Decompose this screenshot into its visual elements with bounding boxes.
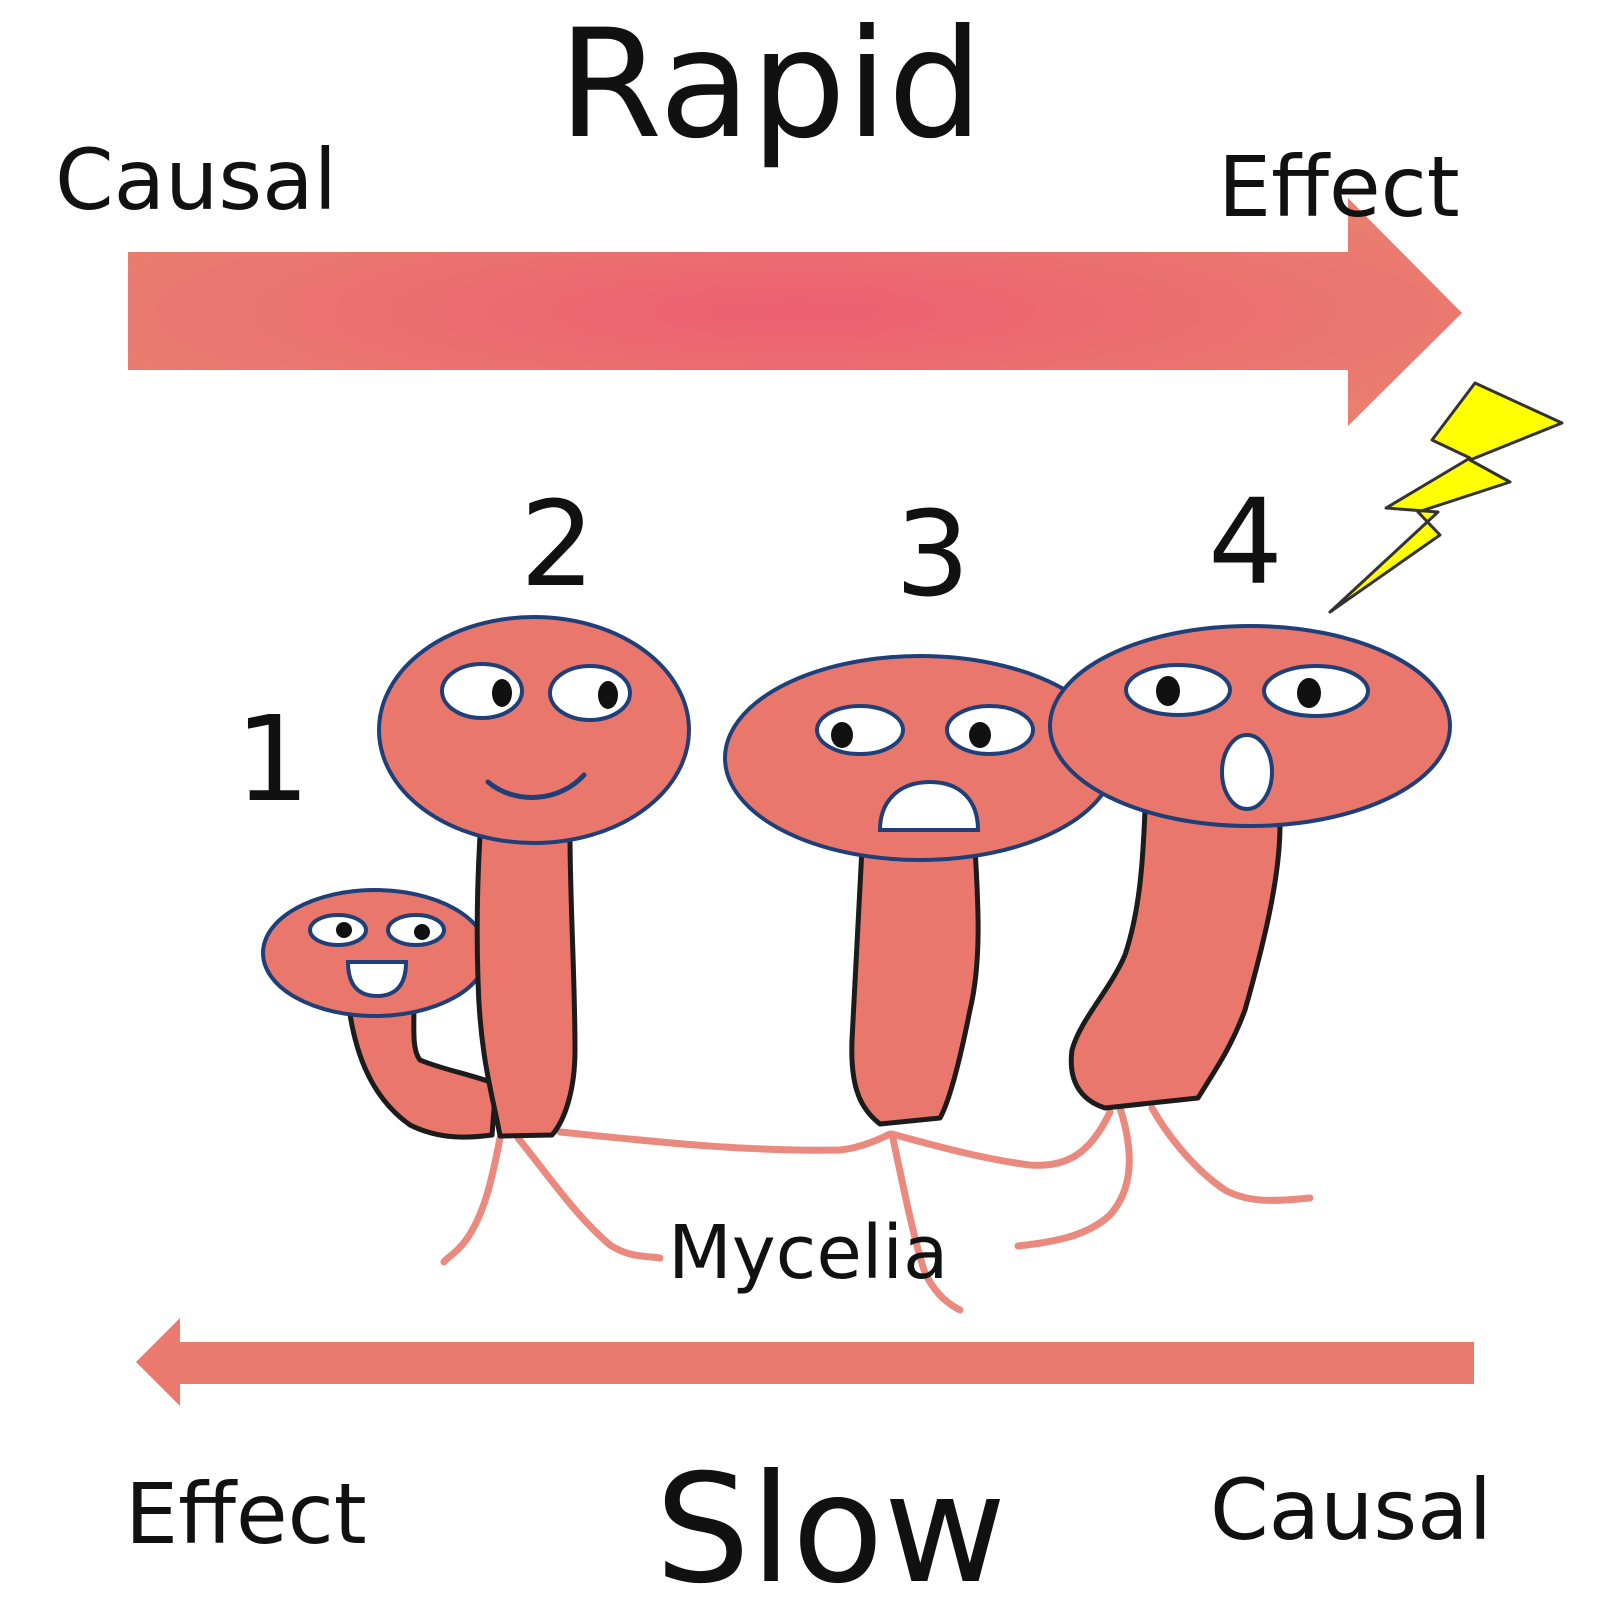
slow-causal-label: Causal [1210, 1461, 1492, 1559]
slow-arrow [136, 1318, 1474, 1406]
rapid-effect-label: Effect [1218, 138, 1460, 236]
mycelia-threads [440, 1104, 1314, 1314]
slow-title: Slow [655, 1443, 1007, 1600]
mushroom-2-number: 2 [520, 475, 596, 613]
lightning-bolt-icon [1328, 381, 1564, 614]
mushroom-1 [261, 888, 499, 1140]
rapid-causal-label: Causal [55, 131, 337, 229]
mushroom-2 [377, 615, 691, 1139]
mycelia-label: Mycelia [668, 1210, 949, 1296]
mushroom-4 [1048, 624, 1452, 1111]
rapid-title: Rapid [558, 0, 983, 172]
mushroom-4-number: 4 [1208, 473, 1284, 611]
rapid-arrow [128, 198, 1462, 426]
slow-effect-label: Effect [125, 1465, 367, 1563]
mushroom-3 [723, 654, 1117, 1127]
mushroom-1-number: 1 [235, 690, 311, 828]
mushroom-3-number: 3 [895, 485, 971, 623]
